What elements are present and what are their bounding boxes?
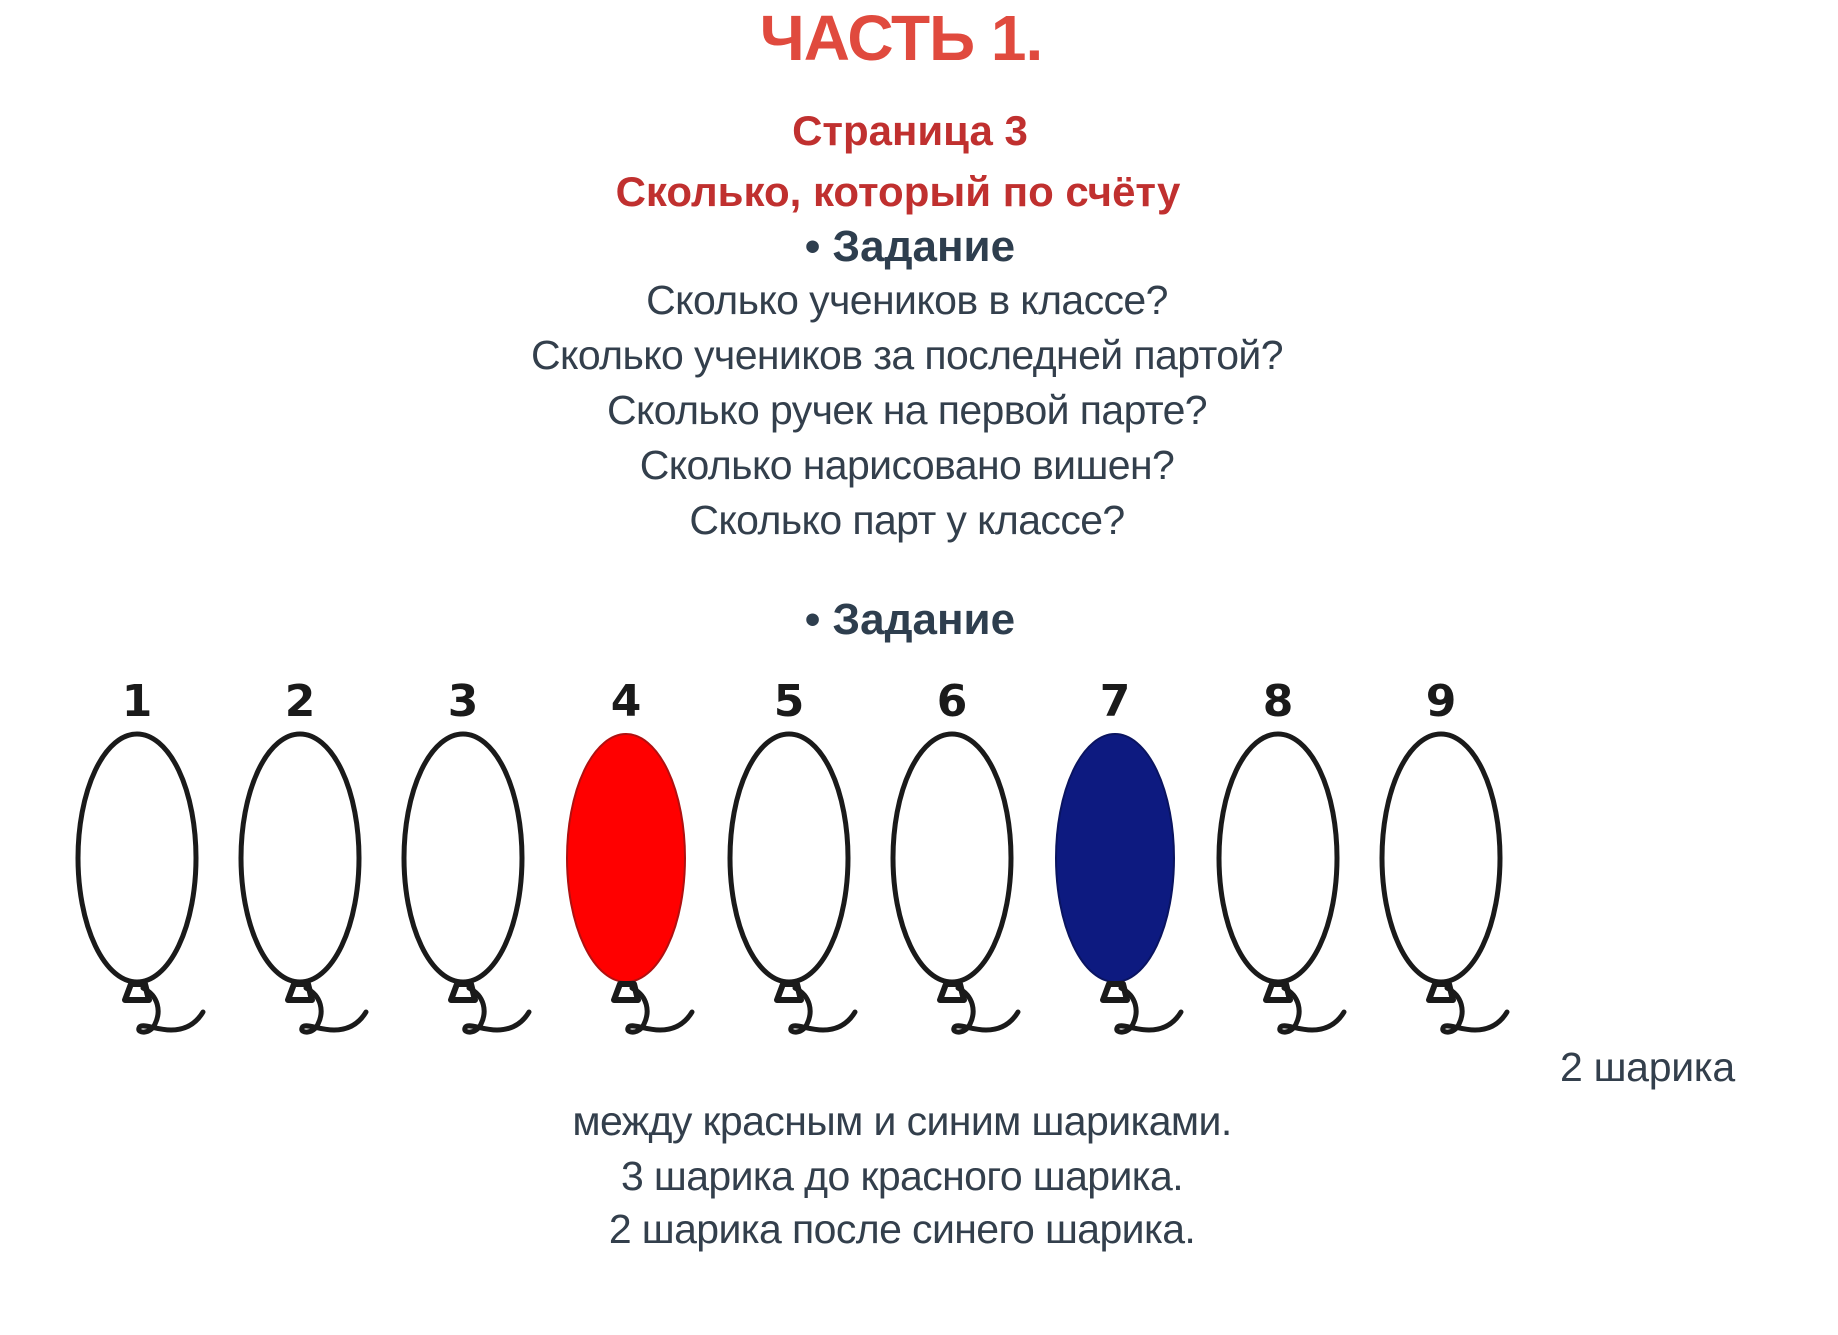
balloon-number: 4 xyxy=(610,676,642,727)
balloon-icon xyxy=(1379,731,1510,1035)
balloon-number: 3 xyxy=(447,676,479,727)
balloon-1: 1 xyxy=(75,678,245,1048)
balloon-4: 4 xyxy=(564,678,734,1048)
answer-before-red: 3 шарика до красного шарика. xyxy=(620,1153,1184,1199)
part-title: ЧАСТЬ 1. xyxy=(759,2,1043,74)
question-4: Сколько нарисовано вишен? xyxy=(639,442,1175,488)
balloon-icon xyxy=(566,733,695,1035)
answer-after-blue: 2 шарика после синего шарика. xyxy=(608,1206,1196,1252)
balloon-number: 9 xyxy=(1425,676,1457,727)
balloon-9: 9 xyxy=(1379,678,1549,1048)
question-3: Сколько ручек на первой парте? xyxy=(606,387,1208,433)
balloon-icon xyxy=(890,731,1021,1035)
task-2-heading: • Задание xyxy=(804,595,1016,644)
balloon-8: 8 xyxy=(1216,678,1386,1048)
balloon-number: 5 xyxy=(773,676,805,727)
answer-count-between: 2 шарика xyxy=(1560,1044,1735,1090)
question-1: Сколько учеников в классе? xyxy=(646,277,1168,323)
question-5: Сколько парт у классе? xyxy=(689,497,1125,543)
balloon-number: 7 xyxy=(1099,676,1131,727)
balloon-number: 6 xyxy=(936,676,968,727)
balloon-icon xyxy=(238,731,369,1035)
balloon-2: 2 xyxy=(238,678,408,1048)
balloon-icon xyxy=(401,731,532,1035)
question-2: Сколько учеников за последней партой? xyxy=(531,332,1283,378)
answer-between-text: между красным и синим шариками. xyxy=(572,1098,1232,1144)
balloon-number: 8 xyxy=(1262,676,1294,727)
balloon-3: 3 xyxy=(401,678,571,1048)
topic-title: Сколько, который по счёту xyxy=(615,168,1181,215)
page-label: Страница 3 xyxy=(792,107,1028,154)
balloon-icon xyxy=(727,731,858,1035)
balloon-icon xyxy=(1216,731,1347,1035)
balloon-5: 5 xyxy=(727,678,897,1048)
balloon-icon xyxy=(75,731,206,1035)
task-1-heading: • Задание xyxy=(804,222,1016,271)
balloon-6: 6 xyxy=(890,678,1060,1048)
balloon-number: 1 xyxy=(121,676,153,727)
balloon-icon xyxy=(1055,733,1184,1035)
balloon-number: 2 xyxy=(284,676,316,727)
balloon-7: 7 xyxy=(1053,678,1223,1048)
